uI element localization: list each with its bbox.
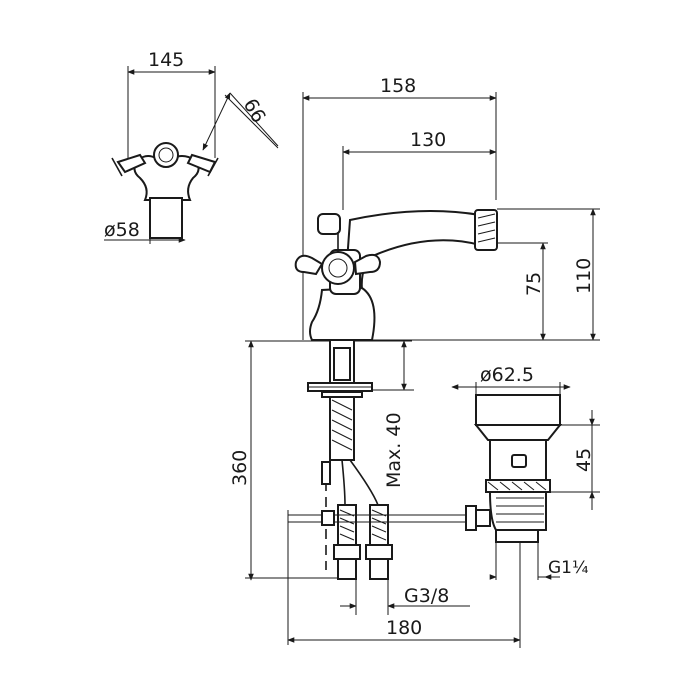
dim-g38-label: G3/8: [404, 585, 449, 607]
under-counter-view: 360 Max. 40: [229, 339, 521, 648]
dim-130-label: 130: [410, 129, 446, 151]
spout-shape: [343, 210, 481, 291]
top-view: 145 66 ø58: [104, 49, 279, 244]
dim-g114-label: G1¼: [548, 558, 588, 578]
dim-45-label: 45: [573, 448, 595, 472]
dim-180-label: 180: [386, 617, 422, 639]
dim-75-label: 75: [523, 272, 545, 296]
dim-110-label: 110: [573, 258, 595, 294]
dim-145-label: 145: [148, 49, 184, 71]
dim-max40-label: Max. 40: [383, 412, 405, 488]
dim-58-label: ø58: [104, 219, 140, 241]
side-view: 158 130 75 110: [294, 75, 600, 341]
dim-625-label: ø62.5: [480, 364, 534, 386]
dim-158-label: 158: [380, 75, 416, 97]
dim-360-label: 360: [229, 450, 251, 486]
dim-66-label: 66: [239, 95, 270, 127]
waste-view: ø62.5 45 G1¼: [451, 364, 600, 580]
